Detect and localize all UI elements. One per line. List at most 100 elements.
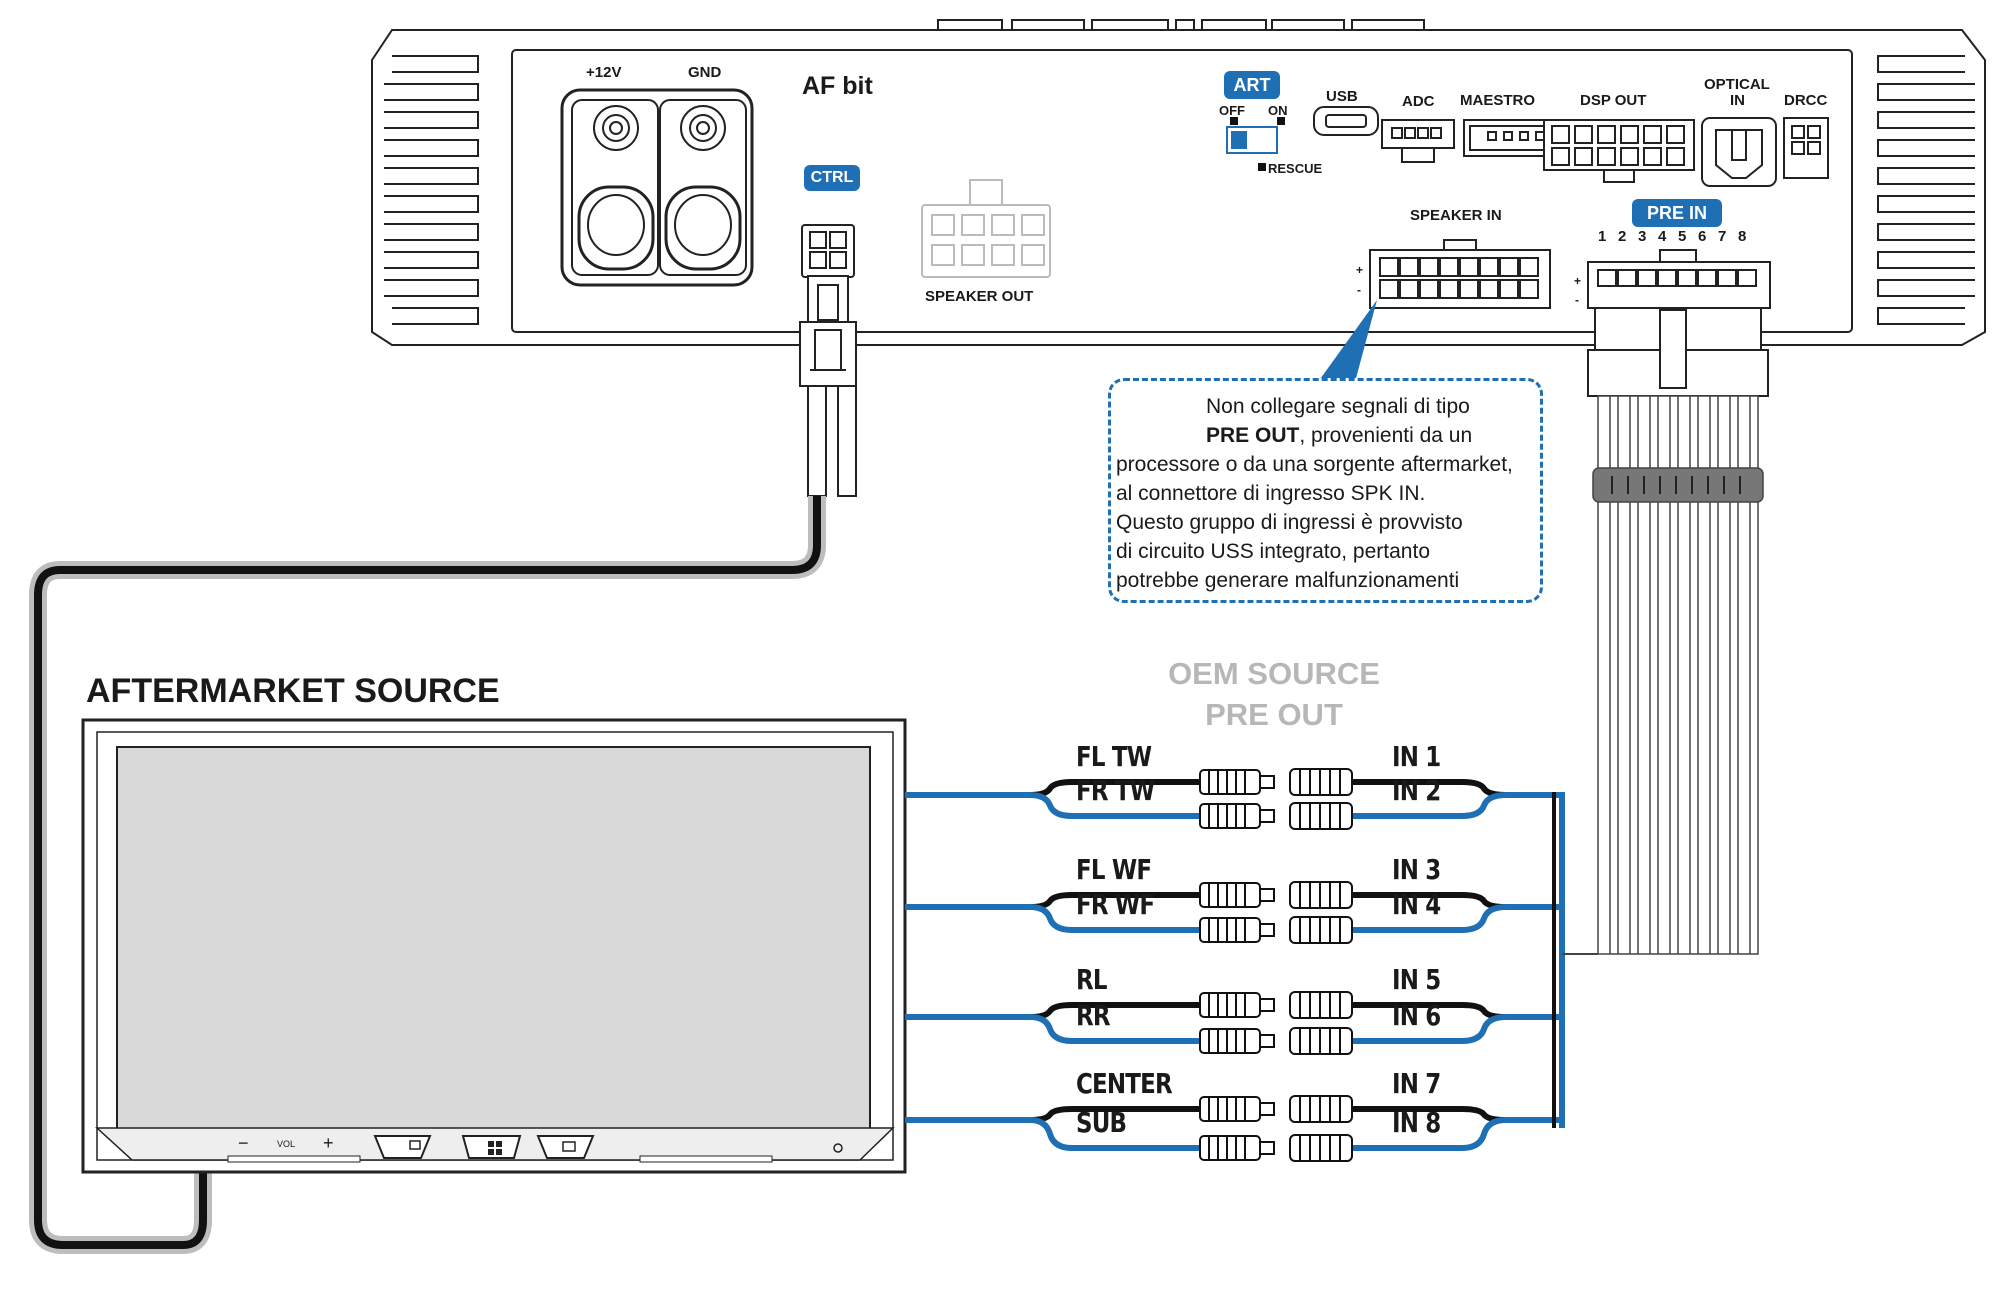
amplifier-model: AF bit [802, 72, 873, 100]
vol-minus-label: − [238, 1133, 249, 1153]
warning-line-4: al connettore di ingresso SPK IN. [1116, 482, 1426, 505]
speaker-out-label: SPEAKER OUT [925, 288, 1034, 305]
oem-pre-out-label: PRE OUT [1205, 697, 1343, 732]
speaker-out-connector [921, 179, 1051, 278]
source-wire [905, 1117, 1200, 1151]
pre-in-channel-5: 5 [1678, 228, 1687, 245]
pre-in-channel-8: 8 [1738, 228, 1747, 245]
input-channel-label: IN 1 [1392, 740, 1441, 773]
usb-port [1313, 106, 1379, 136]
right-fins [1877, 55, 1975, 325]
warning-line-1: Non collegare segnali di tipo [1206, 395, 1470, 418]
rca-female-jack [1289, 1095, 1353, 1123]
rca-male-plug [1199, 769, 1275, 795]
speaker-in-minus: - [1357, 283, 1361, 297]
source-channel-label: CENTER [1076, 1067, 1173, 1100]
rca-female-jack [1289, 1027, 1353, 1055]
input-wire [1340, 1014, 1562, 1044]
source-wire [905, 1014, 1200, 1044]
pre-in-channel-4: 4 [1658, 228, 1667, 245]
optical-port [1701, 117, 1777, 187]
warning-line-3: processore o da una sorgente aftermarket… [1116, 453, 1513, 476]
source-channel-label: FR TW [1076, 774, 1155, 807]
pre-in-minus: - [1575, 293, 1579, 307]
input-wire [1340, 904, 1562, 933]
pre-in-channel-1: 1 [1598, 228, 1607, 245]
warning-pointer [1318, 300, 1377, 382]
source-screen [116, 746, 871, 1131]
warning-note [1108, 378, 1543, 603]
dsp-out-label: DSP OUT [1580, 92, 1647, 109]
pre-in-ribbon [1592, 395, 1764, 955]
pre-in-channel-6: 6 [1698, 228, 1707, 245]
speaker-in-plus: + [1356, 263, 1364, 277]
maestro-label: MAESTRO [1460, 92, 1535, 109]
pre-in-connector [1587, 249, 1771, 397]
drcc-label: DRCC [1784, 92, 1828, 109]
optical-in-label: IN [1730, 92, 1745, 109]
input-channel-label: IN 8 [1392, 1106, 1441, 1139]
pre-in-channel-7: 7 [1718, 228, 1727, 245]
aftermarket-source [81, 718, 907, 1174]
adc-label: ADC [1402, 93, 1435, 110]
speaker-in-connector [1369, 239, 1551, 309]
rca-male-plug [1199, 803, 1275, 829]
gnd-label: GND [688, 64, 722, 81]
warning-line-7: potrebbe generare malfunzionamenti [1116, 569, 1460, 592]
ctrl-badge: CTRL [804, 165, 860, 191]
rca-male-plug [1199, 917, 1275, 943]
rca-male-plug [1199, 882, 1275, 908]
art-badge: ART [1224, 71, 1280, 99]
source-channel-label: FL TW [1076, 740, 1152, 773]
optical-label: OPTICAL [1704, 76, 1770, 93]
vol-label: VOL [277, 1139, 296, 1149]
rescue-label: RESCUE [1268, 161, 1323, 176]
rca-female-jack [1289, 802, 1353, 830]
source-wire [905, 904, 1200, 933]
warning-line-2-rest: , provenienti da un [1299, 424, 1473, 447]
warning-bold: PRE OUT [1206, 424, 1300, 447]
pre-in-channel-3: 3 [1638, 228, 1647, 245]
left-fins [384, 55, 479, 325]
vol-plus-label: + [323, 1133, 334, 1153]
pre-in-plus: + [1574, 274, 1582, 288]
art-off-label: OFF [1219, 103, 1245, 118]
usb-label: USB [1326, 88, 1358, 105]
source-channel-label: SUB [1076, 1106, 1127, 1139]
input-channel-label: IN 4 [1392, 888, 1441, 921]
pre-in-badge: PRE IN [1632, 199, 1722, 227]
input-wire [1340, 792, 1562, 819]
rca-male-plug [1199, 1135, 1275, 1161]
input-wire [1340, 1117, 1562, 1151]
source-channel-label: FL WF [1076, 853, 1152, 886]
warning-text: Non collegare segnali di tipo PRE OUT, p… [1116, 392, 1546, 595]
input-channel-label: IN 6 [1392, 999, 1441, 1032]
input-channel-label: IN 3 [1392, 853, 1441, 886]
oem-source-label: OEM SOURCE [1168, 656, 1380, 691]
input-channel-label: IN 2 [1392, 774, 1441, 807]
source-channel-label: RL [1076, 963, 1108, 996]
rca-female-jack [1289, 1134, 1353, 1162]
warning-line-6: di circuito USS integrato, pertanto [1116, 540, 1430, 563]
drcc-port [1783, 117, 1829, 179]
rca-female-jack [1289, 991, 1353, 1019]
speaker-in-label: SPEAKER IN [1410, 207, 1502, 224]
art-on-label: ON [1268, 103, 1288, 118]
source-channel-label: RR [1076, 999, 1111, 1032]
rca-female-jack [1289, 768, 1353, 796]
rca-male-plug [1199, 1028, 1275, 1054]
warning-line-5: Questo gruppo di ingressi è provvisto [1116, 511, 1463, 534]
rca-female-jack [1289, 881, 1353, 909]
dsp-out-port [1543, 119, 1695, 171]
amplifier [371, 19, 1986, 497]
source-wire [905, 792, 1200, 819]
source-title: AFTERMARKET SOURCE [86, 672, 500, 710]
rca-male-plug [1199, 992, 1275, 1018]
input-channel-label: IN 5 [1392, 963, 1441, 996]
rca-wiring [905, 768, 1598, 1162]
warning-line-2: PRE OUT, provenienti da un [1116, 421, 1546, 450]
source-channel-label: FR WF [1076, 888, 1155, 921]
plus12v-label: +12V [586, 64, 622, 81]
